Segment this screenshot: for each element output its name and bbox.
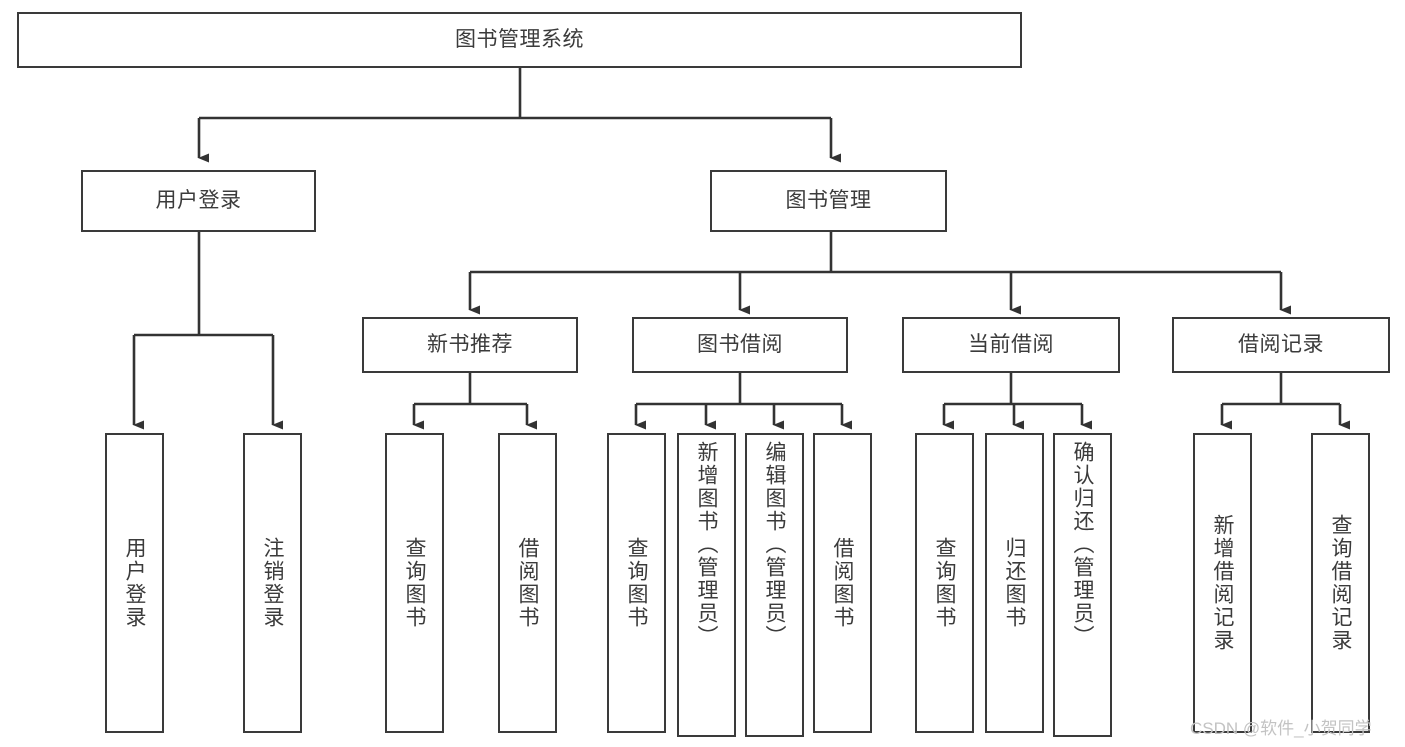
leaf-return-book-label: 归还图书 (1003, 537, 1026, 629)
node-new-book-recommend[interactable]: 新书推荐 (362, 317, 578, 373)
leaf-logout-login-label: 注销登录 (261, 537, 284, 629)
leaf-confirm-return-label: 确认归还（管理员） (1071, 441, 1094, 648)
node-new-book-recommend-label: 新书推荐 (427, 332, 513, 356)
leaf-query-book-3-label: 查询图书 (933, 537, 956, 629)
leaf-user-login-label: 用户登录 (123, 537, 146, 629)
leaf-query-borrow-record-label: 查询借阅记录 (1329, 514, 1352, 652)
leaf-borrow-book-1[interactable]: 借阅图书 (498, 433, 557, 733)
node-user-login-label: 用户登录 (155, 188, 242, 212)
node-borrow-record[interactable]: 借阅记录 (1172, 317, 1390, 373)
leaf-borrow-book-1-label: 借阅图书 (516, 537, 539, 629)
leaf-query-book-2-label: 查询图书 (625, 537, 648, 629)
node-user-login[interactable]: 用户登录 (81, 170, 316, 232)
leaf-logout-login[interactable]: 注销登录 (243, 433, 302, 733)
leaf-edit-book-label: 编辑图书（管理员） (763, 441, 786, 648)
leaf-query-book-2[interactable]: 查询图书 (607, 433, 666, 733)
leaf-query-book-1[interactable]: 查询图书 (385, 433, 444, 733)
node-root-label: 图书管理系统 (455, 27, 584, 51)
leaf-add-book[interactable]: 新增图书（管理员） (677, 433, 736, 737)
leaf-add-borrow-record[interactable]: 新增借阅记录 (1193, 433, 1252, 733)
leaf-return-book[interactable]: 归还图书 (985, 433, 1044, 733)
node-book-manage-label: 图书管理 (785, 188, 872, 212)
leaf-borrow-book-2[interactable]: 借阅图书 (813, 433, 872, 733)
node-root[interactable]: 图书管理系统 (17, 12, 1022, 68)
leaf-borrow-book-2-label: 借阅图书 (831, 537, 854, 629)
node-current-borrow-label: 当前借阅 (968, 332, 1054, 356)
leaf-add-book-label: 新增图书（管理员） (695, 441, 718, 648)
node-book-manage[interactable]: 图书管理 (710, 170, 947, 232)
leaf-add-borrow-record-label: 新增借阅记录 (1211, 514, 1234, 652)
node-book-borrow[interactable]: 图书借阅 (632, 317, 848, 373)
leaf-confirm-return[interactable]: 确认归还（管理员） (1053, 433, 1112, 737)
leaf-query-book-3[interactable]: 查询图书 (915, 433, 974, 733)
node-book-borrow-label: 图书借阅 (697, 332, 783, 356)
node-current-borrow[interactable]: 当前借阅 (902, 317, 1120, 373)
leaf-query-book-1-label: 查询图书 (403, 537, 426, 629)
csdn-watermark: CSDN @软件_小贺同学 (1190, 719, 1372, 738)
leaf-edit-book[interactable]: 编辑图书（管理员） (745, 433, 804, 737)
node-borrow-record-label: 借阅记录 (1238, 332, 1324, 356)
leaf-user-login[interactable]: 用户登录 (105, 433, 164, 733)
leaf-query-borrow-record[interactable]: 查询借阅记录 (1311, 433, 1370, 733)
